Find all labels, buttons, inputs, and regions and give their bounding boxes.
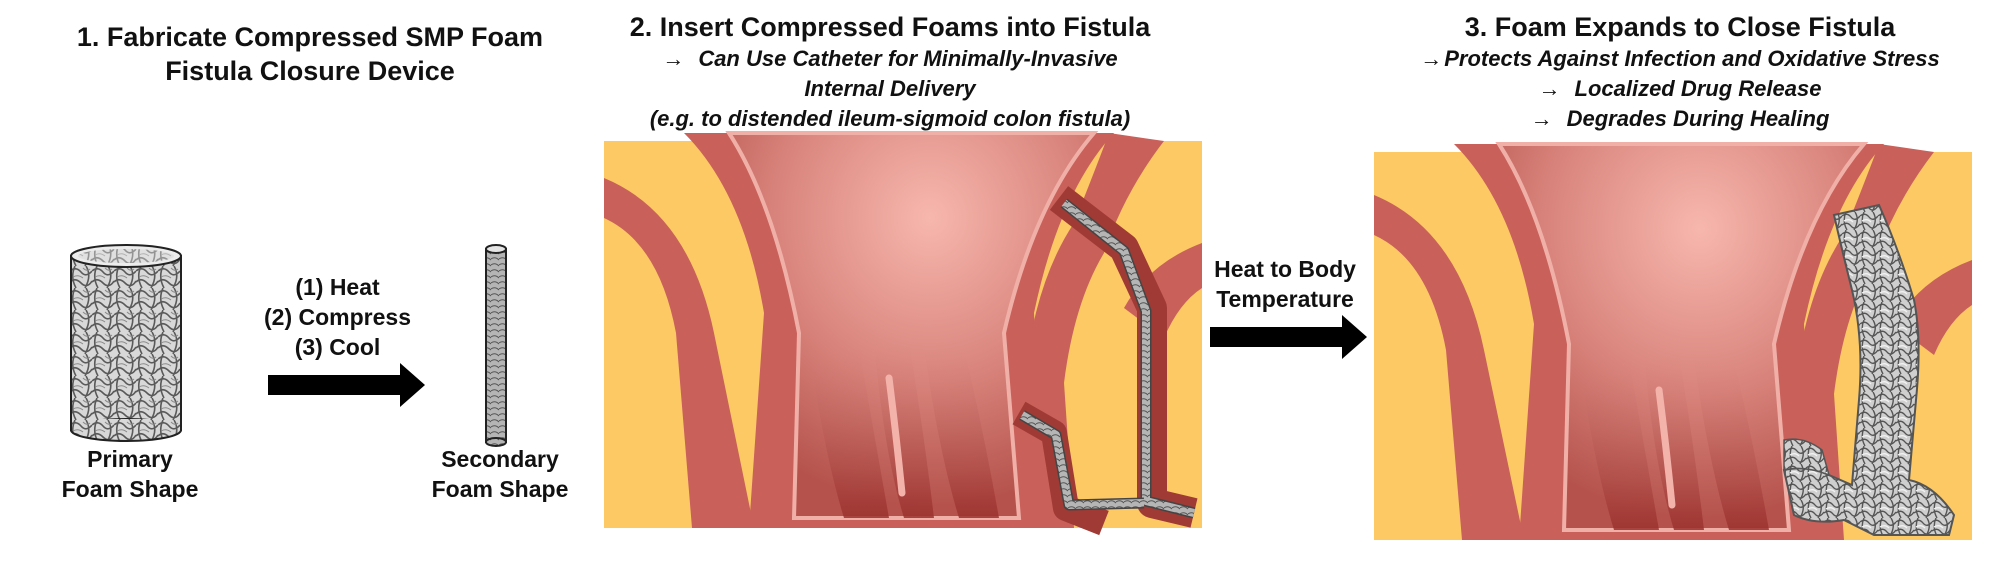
transition-label-line1: Heat to Body: [1214, 256, 1356, 282]
step3-title: 3. Foam Expands to Close Fistula: [1464, 12, 1896, 42]
transition-label: Heat to Body Temperature: [1196, 254, 1374, 314]
secondary-foam-rod: [485, 244, 507, 447]
transition-arrow: [1210, 315, 1367, 359]
step2-sub-line1: →Can Use Catheter for Minimally-Invasive: [662, 46, 1118, 71]
process-step-compress: (2) Compress: [264, 304, 411, 330]
step2-title: 2. Insert Compressed Foams into Fistula: [629, 12, 1151, 42]
primary-foam-label-line1: Primary: [87, 446, 173, 472]
process-arrow: [268, 363, 425, 407]
secondary-foam-label-line1: Secondary: [441, 446, 559, 472]
step1-title: 1. Fabricate Compressed SMP Foam Fistula…: [30, 20, 590, 88]
transition-label-line2: Temperature: [1216, 286, 1354, 312]
fistula-illustration-inserted: [604, 131, 1202, 536]
primary-foam-cylinder: [70, 244, 182, 442]
step2-subtitle: →Can Use Catheter for Minimally-Invasive…: [600, 44, 1180, 134]
step3-bullets: →Protects Against Infection and Oxidativ…: [1370, 44, 1990, 134]
process-steps: (1) Heat (2) Compress (3) Cool: [245, 272, 430, 362]
step3-bullet-1: →Protects Against Infection and Oxidativ…: [1420, 46, 1940, 71]
primary-foam-label: Primary Foam Shape: [40, 444, 220, 504]
arrow-icon: →: [1420, 46, 1443, 71]
step3-bullet-2: →Localized Drug Release: [1538, 76, 1822, 101]
primary-foam-label-line2: Foam Shape: [61, 476, 199, 502]
secondary-foam-label-line2: Foam Shape: [431, 476, 569, 502]
arrow-icon: →: [1538, 76, 1561, 101]
step3-bullet-3: →Degrades During Healing: [1530, 106, 1830, 131]
arrow-icon: →: [1530, 106, 1553, 131]
fistula-illustration-closed: [1374, 142, 1972, 540]
arrow-icon: →: [662, 46, 685, 71]
secondary-foam-label: Secondary Foam Shape: [410, 444, 590, 504]
process-step-cool: (3) Cool: [294, 334, 381, 360]
step2-sub-line2: Internal Delivery: [804, 76, 976, 101]
step2-sub-line3: (e.g. to distended ileum-sigmoid colon f…: [649, 106, 1131, 131]
process-step-heat: (1) Heat: [295, 274, 380, 300]
step1-title-line1: 1. Fabricate Compressed SMP Foam: [76, 22, 544, 52]
step1-title-line2: Fistula Closure Device: [165, 56, 455, 86]
